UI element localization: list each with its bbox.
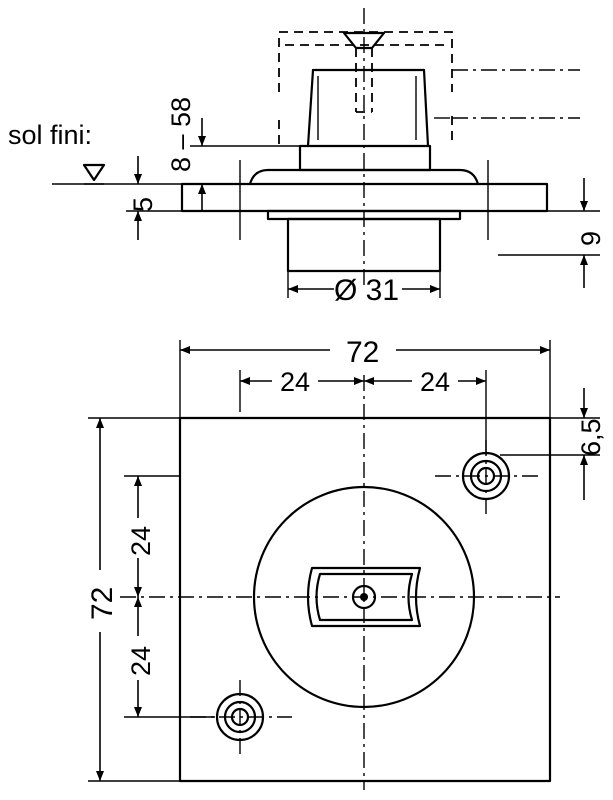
lug-inner [315,572,414,622]
hidden-profile [278,31,453,92]
square-plate [178,416,552,783]
overall-height-dimension: 72 [86,587,119,620]
elevation-view: sol fini: 8 – 58 5 9 Ø 31 [8,8,606,307]
diameter-dimension: Ø 31 [334,274,399,307]
height-range-dimension: 8 – 58 [166,97,196,172]
outer-ring [252,485,476,709]
hole-edge-offset-dimension: 6,5 [576,418,606,456]
cylinder-body [306,68,430,148]
hole-offset-top-dimension: 24 [126,526,156,556]
floor-label: sol fini: [8,120,92,150]
depth-dimension: 9 [576,231,606,246]
overall-width-dimension: 72 [346,336,379,369]
plate-thickness-dimension: 5 [128,197,158,212]
hole-offset-left-dimension: 24 [280,367,310,397]
center-hole [351,584,377,610]
floor-level-symbol [82,163,106,182]
collar [298,144,432,172]
plan-view: 72 24 24 72 24 24 6,5 [86,336,606,790]
hole-offset-right-dimension: 24 [420,367,450,397]
hole-offset-bottom-dimension: 24 [126,646,156,676]
lug-outer [306,566,422,628]
